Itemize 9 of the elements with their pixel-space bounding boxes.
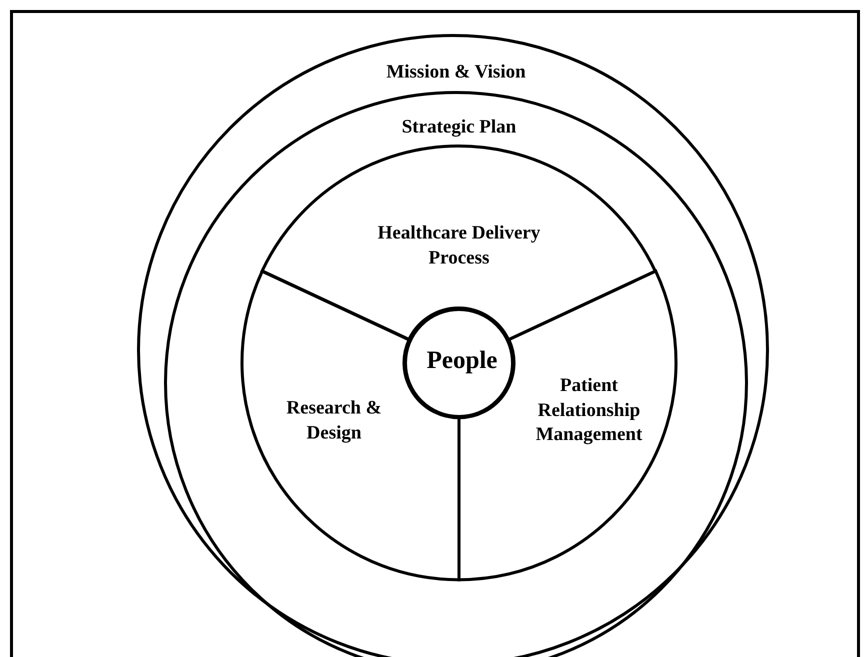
sector-label: Patient Relationship Management [534,374,644,448]
sector [260,144,658,342]
middle-ring [164,91,748,657]
sector-label: Research & Design [285,396,383,445]
ring-label: Strategic Plan [402,116,516,140]
outer-ring [137,34,769,657]
sector-label: Healthcare Delivery Process [376,221,542,270]
ring-label: Mission & Vision [386,60,526,85]
center-label: People [426,346,498,376]
